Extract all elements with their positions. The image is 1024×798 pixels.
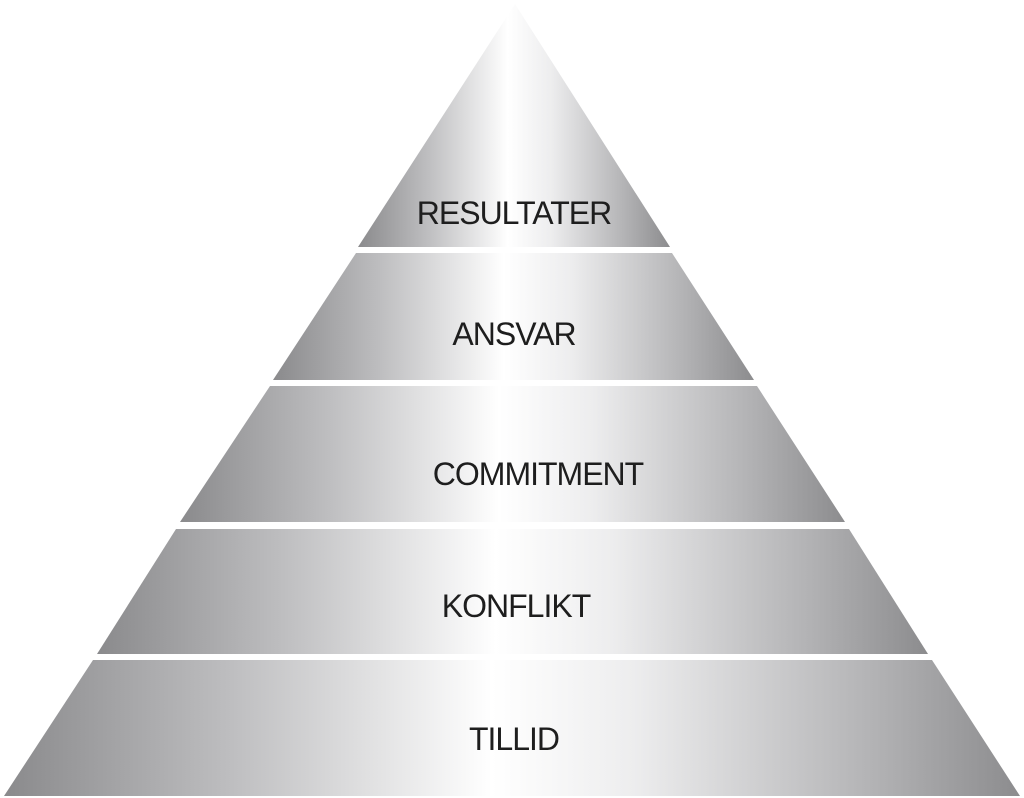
tier-shape <box>4 660 1020 796</box>
tier-label: COMMITMENT <box>433 456 644 492</box>
tier-label: TILLID <box>469 721 559 757</box>
tier-tillid: TILLID <box>4 660 1020 796</box>
tier-konflikt: KONFLIKT <box>97 529 928 654</box>
tier-resultater: RESULTATER <box>358 4 670 247</box>
tier-shape <box>180 386 845 522</box>
tier-shape <box>97 529 928 654</box>
tier-label: ANSVAR <box>452 316 575 352</box>
tier-commitment: COMMITMENT <box>180 386 845 522</box>
tier-label: RESULTATER <box>417 195 611 231</box>
tier-ansvar: ANSVAR <box>273 253 754 380</box>
tier-shape <box>358 4 670 247</box>
tier-shape <box>273 253 754 380</box>
tier-label: KONFLIKT <box>442 588 591 624</box>
